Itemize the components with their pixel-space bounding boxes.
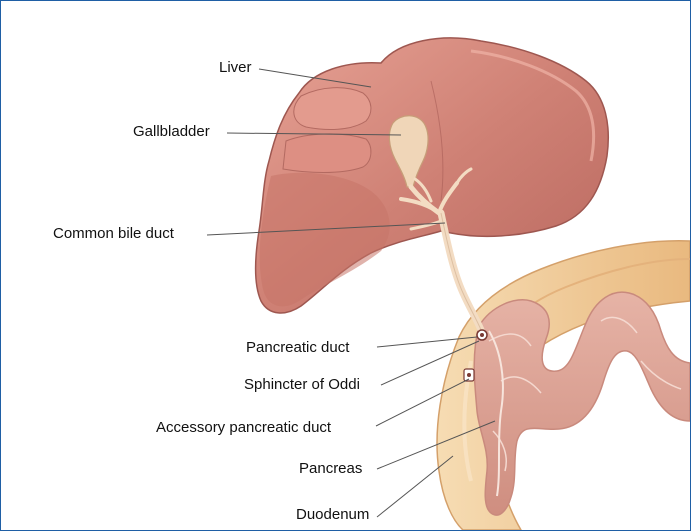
- label-gallbladder: Gallbladder: [133, 123, 210, 141]
- label-pancreas: Pancreas: [299, 460, 362, 478]
- label-accessory-pancreatic-duct: Accessory pancreatic duct: [156, 419, 331, 437]
- label-sphincter-of-oddi: Sphincter of Oddi: [244, 376, 360, 394]
- label-liver: Liver: [219, 59, 252, 77]
- label-pancreatic-duct: Pancreatic duct: [246, 339, 349, 357]
- label-duodenum: Duodenum: [296, 506, 369, 524]
- label-common-bile-duct: Common bile duct: [53, 225, 174, 243]
